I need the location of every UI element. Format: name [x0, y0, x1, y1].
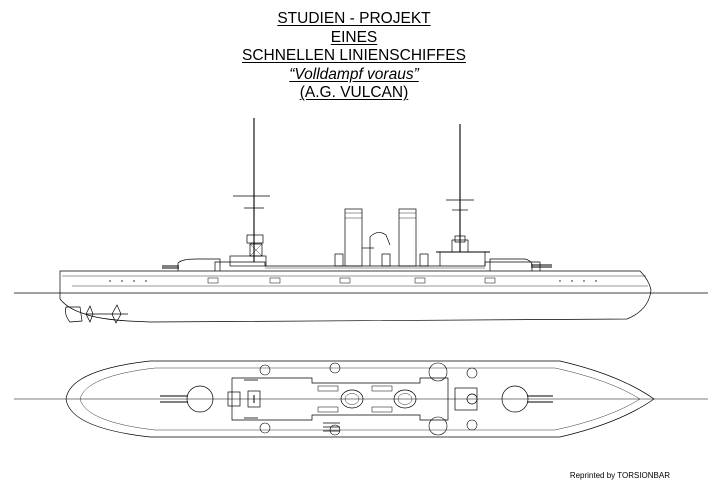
- propeller-fwd: [111, 304, 122, 324]
- side-hull: [59, 270, 652, 323]
- superstructure: [214, 261, 541, 271]
- aft-turret-plan: [186, 385, 214, 413]
- title-line-5: (A.G. VULCAN): [299, 84, 409, 101]
- fore-bridge: [439, 251, 486, 266]
- title-line-2: EINES: [330, 28, 378, 46]
- deck-inner-outline: [79, 367, 641, 431]
- wing-casemates: [259, 362, 478, 436]
- funnel-fore: [398, 208, 417, 267]
- ventilator-mid: [381, 253, 391, 267]
- casemates: [207, 277, 496, 284]
- rudder: [65, 306, 83, 323]
- conning-tower-plan: [466, 393, 478, 405]
- title-block: STUDIEN - PROJEKT EINES SCHNELLEN LINIEN…: [0, 10, 708, 103]
- deck-plan: [14, 360, 708, 438]
- fore-turret: [489, 258, 533, 271]
- boat-crane: [369, 232, 391, 266]
- aft-turret: [177, 258, 221, 271]
- title-line-1: STUDIEN - PROJEKT: [277, 10, 431, 27]
- aft-mast-platform: [246, 234, 264, 244]
- fore-mast-top: [454, 235, 466, 243]
- side-elevation: [14, 118, 708, 324]
- title-line-4: “Volldampf voraus”: [289, 65, 419, 83]
- ventilator-fore: [419, 253, 429, 267]
- fore-turret-plan: [501, 385, 529, 413]
- title-line-3: SCHNELLEN LINIENSCHIFFES: [242, 47, 466, 64]
- funnel-fore-plan: [393, 389, 417, 409]
- deck-hull-outline: [65, 360, 655, 438]
- deck-superstructure: [231, 377, 449, 421]
- ventilator-aft: [334, 253, 344, 267]
- aft-deckhouse-plan: [227, 391, 241, 407]
- credit-text: Reprinted by TORSIONBAR: [569, 471, 670, 480]
- aft-bridge-plan: [247, 390, 261, 408]
- funnel-aft: [344, 208, 363, 267]
- aft-deckhouse: [229, 255, 267, 267]
- funnel-aft-plan: [340, 389, 364, 409]
- casemate-guns: [244, 379, 340, 432]
- boats-plan: [317, 385, 393, 413]
- portholes: [109, 280, 597, 282]
